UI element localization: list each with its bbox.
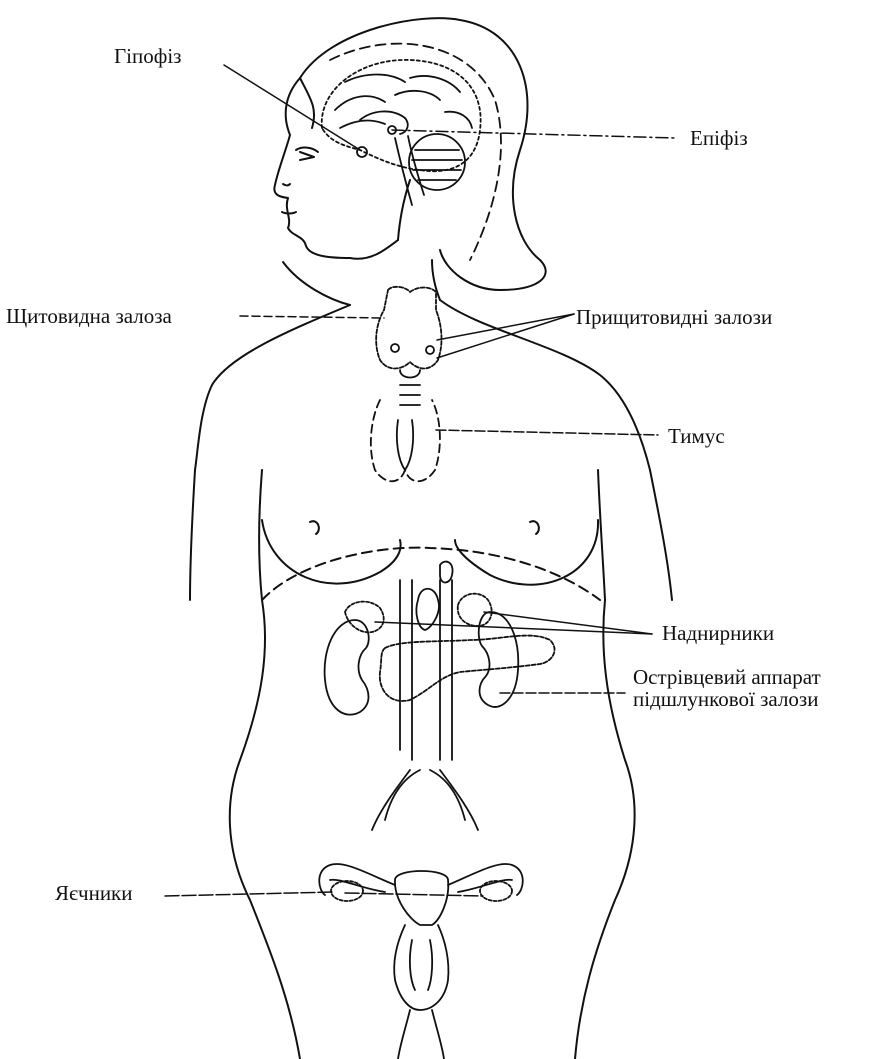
leader-thymus <box>436 430 658 435</box>
label-pancreas-line2: підшлункової залози <box>633 688 821 710</box>
label-thymus: Тимус <box>668 426 725 447</box>
thyroid-gland <box>376 287 441 405</box>
thymus-gland <box>371 400 440 481</box>
label-pancreas-line1: Острівцевий аппарат <box>633 666 821 688</box>
leader-ovaries-b <box>345 893 483 896</box>
label-hypophysis: Гіпофіз <box>114 46 181 67</box>
pancreas <box>380 636 555 701</box>
leader-thyroid <box>240 316 384 318</box>
head-outline <box>274 18 545 305</box>
brain <box>322 44 501 260</box>
leader-hypophysis <box>224 65 360 150</box>
leader-ovaries-a <box>165 892 334 896</box>
label-adrenals: Наднирники <box>662 623 774 644</box>
label-epiphysis: Епіфіз <box>690 128 748 149</box>
label-thyroid: Щитовидна залоза <box>6 306 172 327</box>
label-ovaries: Яєчники <box>55 883 133 904</box>
kidneys <box>325 594 519 715</box>
label-pancreas: Острівцевий аппарат підшлункової залози <box>633 666 821 710</box>
label-parathyroid: Прищитовидні залози <box>576 307 772 328</box>
